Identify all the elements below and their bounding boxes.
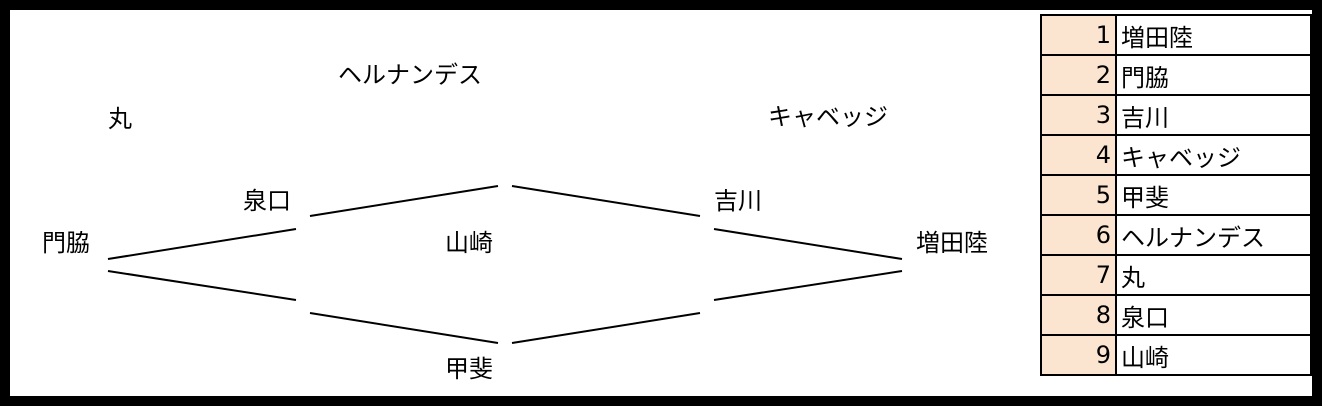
edge-kadowaki-kai-upper bbox=[107, 270, 297, 301]
node-kai: 甲斐 bbox=[445, 355, 493, 383]
table-row: 5 甲斐 bbox=[1039, 174, 1312, 216]
name-cell: 丸 bbox=[1115, 254, 1312, 296]
rank-cell: 8 bbox=[1039, 294, 1118, 336]
ranking-table: 1 増田陸 2 門脇 3 吉川 4 キャベッジ 5 甲斐 6 ヘルナンデス bbox=[1039, 14, 1312, 376]
rank-cell: 4 bbox=[1039, 134, 1118, 176]
node-hernandez: ヘルナンデス bbox=[338, 61, 482, 89]
name-cell: ヘルナンデス bbox=[1115, 214, 1312, 256]
name-cell: 門脇 bbox=[1115, 54, 1312, 96]
name-cell: 山崎 bbox=[1115, 334, 1312, 376]
table-row: 8 泉口 bbox=[1039, 294, 1312, 336]
name-cell: 吉川 bbox=[1115, 94, 1312, 136]
name-cell: 泉口 bbox=[1115, 294, 1312, 336]
rank-cell: 7 bbox=[1039, 254, 1118, 296]
node-kadowaki: 門脇 bbox=[42, 229, 90, 257]
node-izumiguchi: 泉口 bbox=[243, 187, 291, 215]
edge-kadowaki-izumiguchi bbox=[107, 228, 297, 260]
rank-cell: 6 bbox=[1039, 214, 1118, 256]
rank-cell: 2 bbox=[1039, 54, 1118, 96]
edge-izumiguchi-yamasaki bbox=[309, 185, 499, 217]
table-row: 7 丸 bbox=[1039, 254, 1312, 296]
relation-diagram bbox=[107, 185, 903, 344]
table-row: 6 ヘルナンデス bbox=[1039, 214, 1312, 256]
edge-kai-upper-right bbox=[713, 270, 903, 301]
name-cell: 甲斐 bbox=[1115, 174, 1312, 216]
edge-kai-lower-left bbox=[309, 312, 499, 344]
table-row: 3 吉川 bbox=[1039, 94, 1312, 136]
content-area: ヘルナンデス 丸 キャベッジ 泉口 吉川 門脇 山崎 増田陸 甲斐 1 増田陸 … bbox=[10, 10, 1312, 396]
rank-cell: 5 bbox=[1039, 174, 1118, 216]
edge-yoshikawa-masudariku bbox=[713, 228, 903, 260]
edge-yamasaki-yoshikawa bbox=[511, 185, 701, 217]
node-yamasaki: 山崎 bbox=[445, 229, 493, 257]
rank-cell: 9 bbox=[1039, 334, 1118, 376]
edge-kai-lower-right bbox=[511, 312, 701, 344]
node-masudariku: 増田陸 bbox=[916, 229, 988, 257]
rank-cell: 3 bbox=[1039, 94, 1118, 136]
node-maru: 丸 bbox=[108, 105, 132, 133]
node-cabbage: キャベッジ bbox=[768, 103, 888, 131]
table-row: 1 増田陸 bbox=[1039, 14, 1312, 56]
table-row: 2 門脇 bbox=[1039, 54, 1312, 96]
rank-cell: 1 bbox=[1039, 14, 1118, 56]
node-yoshikawa: 吉川 bbox=[714, 187, 762, 215]
table-row: 9 山崎 bbox=[1039, 334, 1312, 376]
name-cell: キャベッジ bbox=[1115, 134, 1312, 176]
table-row: 4 キャベッジ bbox=[1039, 134, 1312, 176]
name-cell: 増田陸 bbox=[1115, 14, 1312, 56]
